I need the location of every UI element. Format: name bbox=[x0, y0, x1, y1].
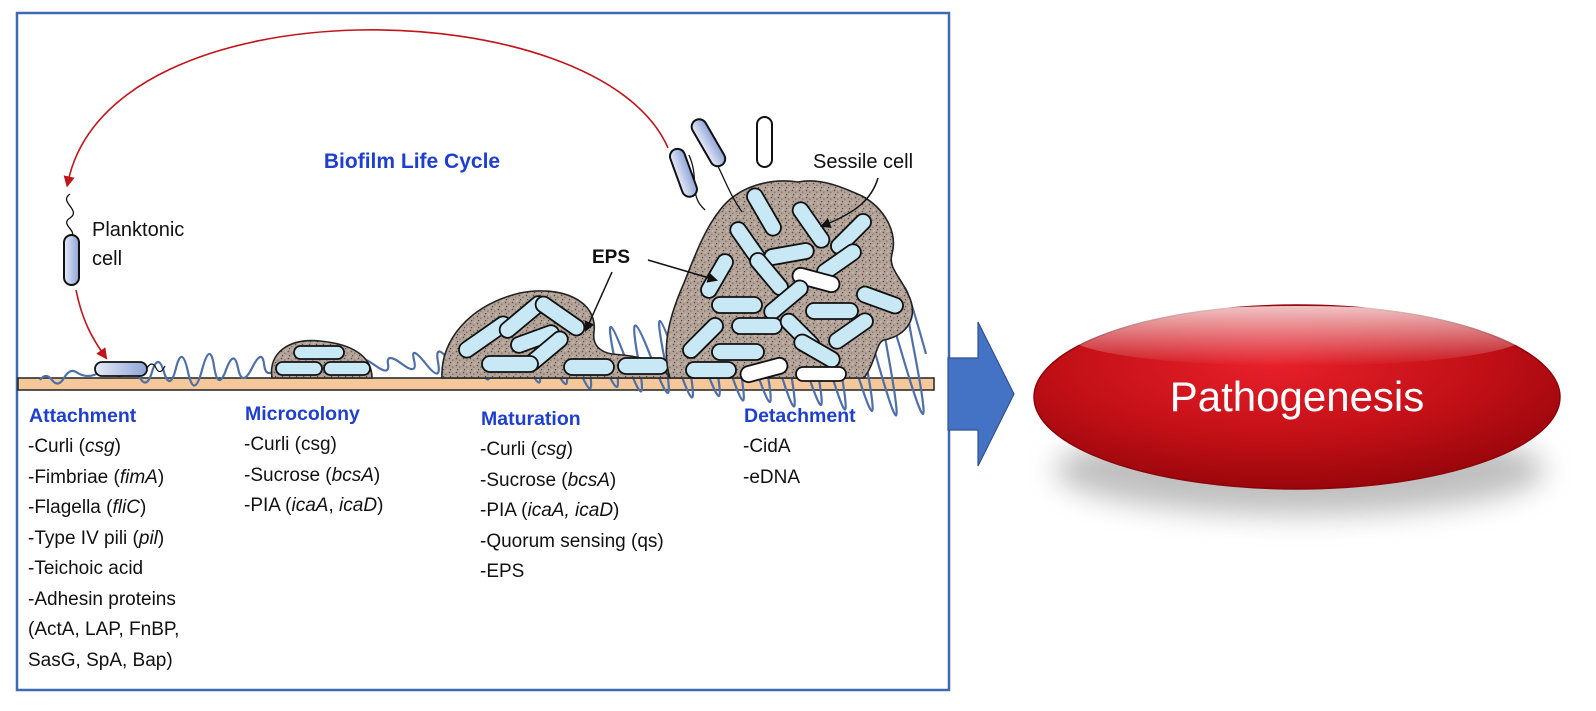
item-text: -CidA bbox=[743, 436, 791, 457]
item-text: -PIA ( bbox=[480, 500, 528, 521]
stage-item: -Sucrose (bcsA) bbox=[480, 466, 664, 497]
planktonic-label-1: Planktonic bbox=[92, 219, 184, 241]
sessile-pointer bbox=[820, 177, 879, 228]
item-text: -Adhesin proteins bbox=[28, 588, 176, 610]
stage-title-microcolony: Microcolony bbox=[245, 403, 360, 425]
stage-item: -Quorum sensing (qs) bbox=[480, 527, 664, 558]
eps-pointer-left bbox=[584, 271, 613, 332]
gene-name: csg bbox=[537, 439, 567, 460]
stage-item: (ActA, LAP, FnBP, bbox=[28, 615, 179, 646]
sessile-cell-label: Sessile cell bbox=[813, 151, 913, 173]
eps-pointer-right bbox=[647, 259, 719, 283]
item-text: , bbox=[328, 495, 340, 516]
stage-title-attachment: Attachment bbox=[29, 405, 137, 427]
stage-title-maturation: Maturation bbox=[481, 408, 581, 430]
planktonic-cell bbox=[63, 193, 80, 286]
gene-name: icaA bbox=[291, 495, 329, 516]
item-text: ) bbox=[114, 436, 121, 457]
stage-list-microcolony: -Curli (csg)-Sucrose (bcsA)-PIA (icaA, i… bbox=[244, 430, 383, 522]
stage-item: -Type IV pili (pil) bbox=[28, 524, 179, 555]
stage-list-attachment: -Curli (csg)-Fimbriae (fimA)-Flagella (f… bbox=[28, 432, 179, 676]
item-text: -Sucrose ( bbox=[244, 464, 332, 486]
mature-biofilm bbox=[665, 180, 914, 384]
stage-item: -eDNA bbox=[743, 463, 800, 494]
item-text: -Curli ( bbox=[28, 436, 85, 457]
item-text: -Teichoic acid bbox=[28, 558, 144, 579]
item-text: ) bbox=[157, 527, 165, 549]
item-text: -PIA ( bbox=[244, 495, 292, 516]
pathogenesis-label: Pathogenesis bbox=[1170, 373, 1425, 420]
pathogenesis-oval bbox=[1033, 304, 1561, 515]
stage-item: -Flagella (fliC) bbox=[28, 493, 179, 524]
item-text: -Curli ( bbox=[480, 439, 537, 460]
item-text: -Flagella ( bbox=[28, 497, 113, 518]
maturation-mound bbox=[441, 290, 672, 379]
cycle-return-arrow bbox=[63, 29, 669, 188]
microcolony bbox=[270, 339, 373, 379]
item-text: ) bbox=[609, 469, 617, 491]
item-text: ) bbox=[373, 464, 381, 486]
stage-item: -Curli (csg) bbox=[28, 432, 179, 463]
stage-item: -CidA bbox=[743, 432, 800, 463]
item-text: ) bbox=[139, 497, 147, 518]
item-text: ) bbox=[377, 495, 384, 516]
gene-name: bcsA bbox=[567, 469, 610, 491]
planktonic-label-2: cell bbox=[92, 248, 122, 270]
attached-cell bbox=[94, 361, 166, 377]
stage-item: -EPS bbox=[480, 557, 664, 588]
stage-item: SasG, SpA, Bap) bbox=[28, 646, 179, 677]
item-text: -EPS bbox=[480, 561, 525, 582]
gene-name: icaA, icaD bbox=[527, 500, 614, 521]
gene-name: icaD bbox=[339, 495, 378, 516]
item-text: SasG, SpA, Bap) bbox=[28, 649, 173, 671]
item-text: -Quorum sensing (qs) bbox=[480, 530, 664, 552]
substrate-surface bbox=[17, 377, 935, 391]
item-text: -eDNA bbox=[743, 466, 801, 488]
gene-name: bcsA bbox=[331, 464, 374, 486]
stage-item: -PIA (icaA, icaD) bbox=[480, 496, 664, 527]
item-text: ) bbox=[613, 500, 620, 521]
item-text: -Type IV pili ( bbox=[28, 527, 139, 549]
item-text: ) bbox=[157, 466, 165, 488]
stage-item: -Fimbriae (fimA) bbox=[28, 463, 179, 494]
stage-list-detachment: -CidA -eDNA bbox=[743, 432, 800, 493]
outcome-arrow bbox=[947, 321, 1015, 467]
item-text: -Curli (csg) bbox=[244, 434, 337, 455]
stage-item: -PIA (icaA, icaD) bbox=[244, 491, 383, 522]
gene-name: csg bbox=[85, 436, 115, 457]
stage-list-maturation: -Curli (csg)-Sucrose (bcsA)-PIA (icaA, i… bbox=[480, 435, 664, 588]
diagram-title: Biofilm Life Cycle bbox=[324, 150, 500, 173]
stage-title-detachment: Detachment bbox=[744, 405, 856, 427]
eps-label: EPS bbox=[592, 247, 630, 268]
item-text: ) bbox=[566, 439, 573, 460]
item-text: (ActA, LAP, FnBP, bbox=[28, 619, 180, 640]
detaching-cells bbox=[668, 116, 773, 213]
stage-item: -Curli (csg) bbox=[480, 435, 664, 466]
stage-item: -Teichoic acid bbox=[28, 554, 179, 585]
stage-item: -Curli (csg) bbox=[244, 430, 383, 461]
item-text: -Sucrose ( bbox=[480, 469, 568, 491]
gene-name: fliC bbox=[112, 497, 140, 518]
stage-item: -Sucrose (bcsA) bbox=[244, 461, 383, 492]
gene-name: pil bbox=[138, 527, 158, 549]
item-text: -Fimbriae ( bbox=[28, 466, 120, 488]
gene-name: fimA bbox=[119, 466, 158, 488]
attachment-arrow bbox=[75, 289, 108, 360]
stage-item: -Adhesin proteins bbox=[28, 585, 179, 616]
